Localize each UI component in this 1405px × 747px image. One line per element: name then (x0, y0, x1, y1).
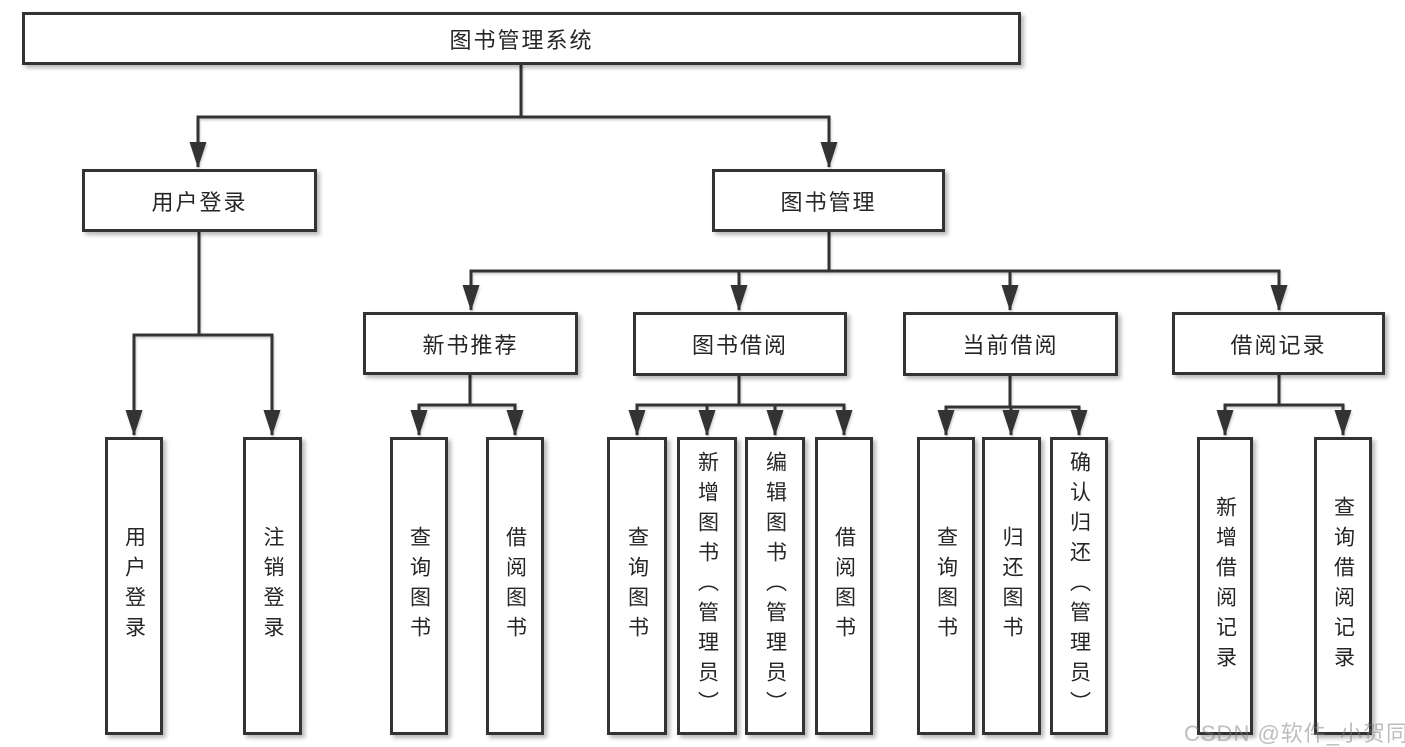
node-borrow-records-label: 借阅记录 (1230, 332, 1327, 358)
leaf-edit-books-admin-label: 编辑图书（管理员） (763, 451, 787, 721)
leaf-borrow-books: 借阅图书 (815, 437, 873, 735)
leaf-confirm-return-admin-label: 确认归还（管理员） (1067, 451, 1091, 721)
leaf-query-books-current: 查询图书 (917, 437, 975, 735)
watermark: CSDN @软件_小贺同学 (1184, 721, 1405, 746)
leaf-query-borrow-record: 查询借阅记录 (1314, 437, 1372, 735)
node-new-book-recommend-label: 新书推荐 (422, 332, 519, 358)
leaf-add-books-admin-label: 新增图书（管理员） (695, 451, 719, 721)
node-book-management-label: 图书管理 (780, 189, 877, 215)
leaf-query-books-recommend-label: 查询图书 (407, 526, 431, 646)
node-book-management: 图书管理 (712, 169, 945, 232)
leaf-logout-login-label: 注销登录 (261, 526, 284, 646)
leaf-edit-books-admin: 编辑图书（管理员） (745, 437, 805, 735)
leaf-confirm-return-admin: 确认归还（管理员） (1050, 437, 1108, 735)
leaf-borrow-books-label: 借阅图书 (832, 526, 856, 646)
node-root-system: 图书管理系统 (22, 12, 1021, 65)
node-user-login-label: 用户登录 (151, 189, 248, 215)
leaf-return-books: 归还图书 (982, 437, 1041, 735)
leaf-add-borrow-record: 新增借阅记录 (1197, 437, 1253, 735)
leaf-query-books-borrowing: 查询图书 (607, 437, 667, 735)
leaf-borrow-books-recommend-label: 借阅图书 (503, 526, 527, 646)
leaf-logout-login: 注销登录 (243, 437, 302, 735)
node-book-borrowing: 图书借阅 (633, 312, 847, 376)
leaf-query-books-borrowing-label: 查询图书 (625, 526, 649, 646)
leaf-add-books-admin: 新增图书（管理员） (677, 437, 737, 735)
node-user-login: 用户登录 (82, 169, 317, 232)
leaf-query-books-current-label: 查询图书 (934, 526, 958, 646)
node-book-borrowing-label: 图书借阅 (691, 333, 788, 358)
leaf-query-borrow-record-label: 查询借阅记录 (1331, 496, 1355, 676)
node-new-book-recommend: 新书推荐 (363, 312, 578, 375)
node-current-borrowing: 当前借阅 (903, 312, 1118, 376)
leaf-add-borrow-record-label: 新增借阅记录 (1213, 496, 1237, 676)
leaf-query-books-recommend: 查询图书 (390, 437, 448, 735)
node-borrow-records: 借阅记录 (1172, 312, 1385, 375)
leaf-return-books-label: 归还图书 (1000, 526, 1023, 646)
leaf-user-login-label: 用户登录 (122, 526, 146, 646)
leaf-borrow-books-recommend: 借阅图书 (486, 437, 544, 735)
node-root-system-label: 图书管理系统 (449, 27, 594, 53)
node-current-borrowing-label: 当前借阅 (962, 333, 1059, 358)
leaf-user-login: 用户登录 (105, 437, 163, 735)
